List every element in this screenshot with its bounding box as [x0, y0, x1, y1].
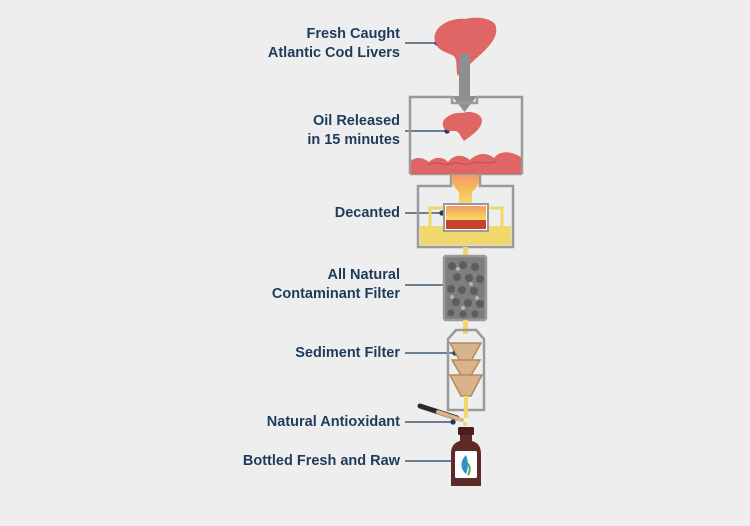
- step-label-sediment: Sediment Filter: [295, 344, 400, 363]
- step-label-oil: Oil Released in 15 minutes: [307, 112, 400, 150]
- step-label-oil-line2: in 15 minutes: [307, 132, 400, 148]
- decanter: [416, 173, 515, 249]
- step-label-natural-filter-line2: Contaminant Filter: [271, 286, 400, 302]
- step-label-decanted: Decanted: [335, 204, 400, 223]
- step-label-livers: Fresh Caught Atlantic Cod Livers: [268, 25, 400, 63]
- step-label-natural-filter: All Natural Contaminant Filter: [272, 266, 400, 304]
- connector-lines: [405, 40, 464, 464]
- step-label-bottled: Bottled Fresh and Raw: [243, 452, 400, 471]
- step-label-oil-line1: Oil Released: [312, 113, 400, 129]
- step-label-antioxidant: Natural Antioxidant: [267, 413, 400, 432]
- liver-icon-small: [442, 111, 482, 141]
- liver-icon: [434, 17, 497, 77]
- step-label-natural-filter-line1: All Natural: [327, 267, 400, 283]
- bottle-icon: [451, 427, 481, 486]
- step-label-sediment-line1: Sediment Filter: [295, 345, 400, 361]
- step-label-decanted-line1: Decanted: [334, 205, 400, 221]
- sediment-filter: [446, 328, 486, 418]
- contaminant-filter: [442, 254, 488, 322]
- dropper-icon: [417, 403, 467, 426]
- step-label-livers-line1: Fresh Caught: [306, 26, 400, 42]
- step-label-bottled-line1: Bottled Fresh and Raw: [242, 453, 400, 469]
- step-label-livers-line2: Atlantic Cod Livers: [267, 45, 400, 61]
- step-label-antioxidant-line1: Natural Antioxidant: [266, 414, 400, 430]
